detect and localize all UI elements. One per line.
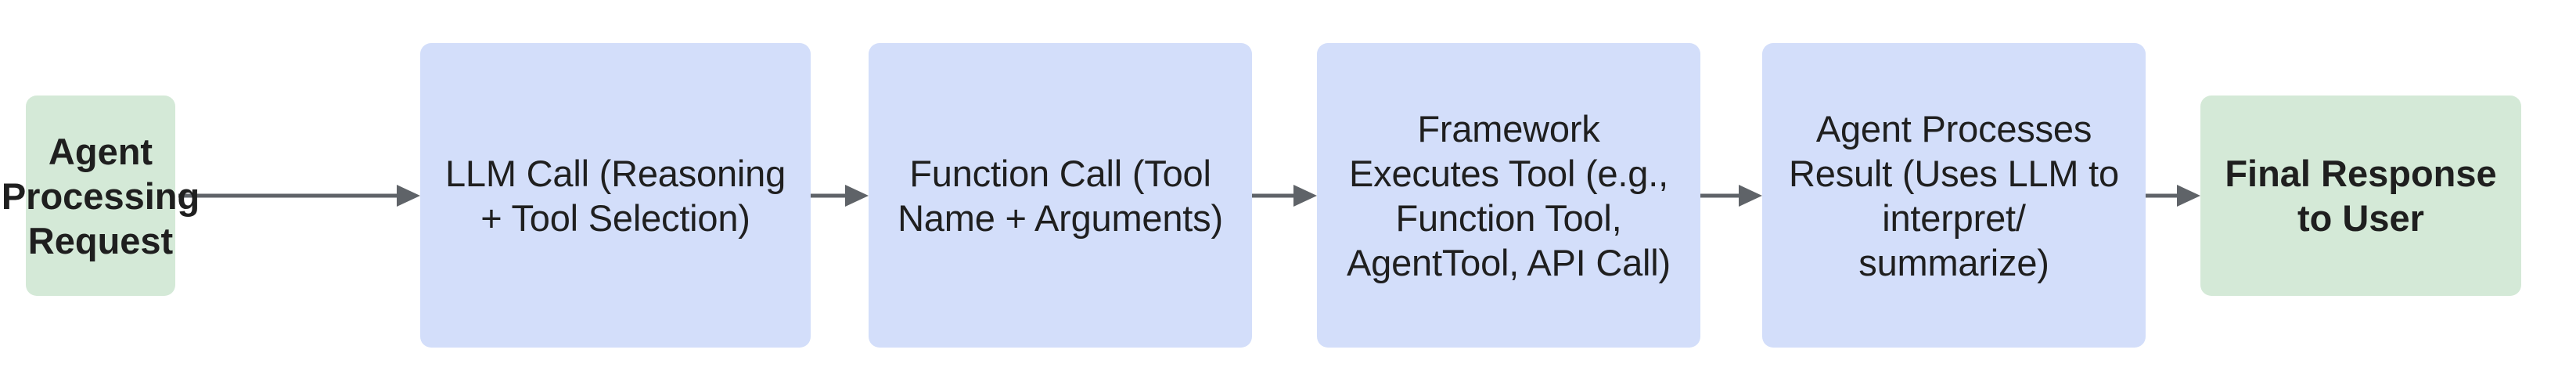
- flow-node-llm-call[interactable]: LLM Call (Reasoning + Tool Selection): [420, 43, 811, 348]
- flow-node-agent-processes-result[interactable]: Agent Processes Result (Uses LLM to inte…: [1762, 43, 2146, 348]
- flow-node-label: Agent Processing Request: [1, 130, 200, 261]
- flow-node-label: LLM Call (Reasoning + Tool Selection): [444, 152, 786, 239]
- flow-node-agent-processing-request[interactable]: Agent Processing Request: [2, 96, 200, 296]
- flow-node-label: Function Call (Tool Name + Arguments): [898, 152, 1223, 239]
- flow-node-label: Framework Executes Tool (e.g., Function …: [1347, 107, 1671, 283]
- flow-node-label: Final Response to User: [2225, 153, 2497, 239]
- flow-node-function-call[interactable]: Function Call (Tool Name + Arguments): [869, 43, 1252, 348]
- flow-node-label: Agent Processes Result (Uses LLM to inte…: [1789, 107, 2119, 283]
- flow-node-final-response-to-user[interactable]: Final Response to User: [2200, 96, 2521, 296]
- flow-node-framework-executes-tool[interactable]: Framework Executes Tool (e.g., Function …: [1317, 43, 1700, 348]
- flow-arrow-4: [1700, 180, 1762, 211]
- flow-arrow-1: [178, 180, 420, 211]
- flow-arrow-5: [2146, 180, 2200, 211]
- flow-arrow-2: [811, 180, 869, 211]
- flow-arrow-3: [1252, 180, 1317, 211]
